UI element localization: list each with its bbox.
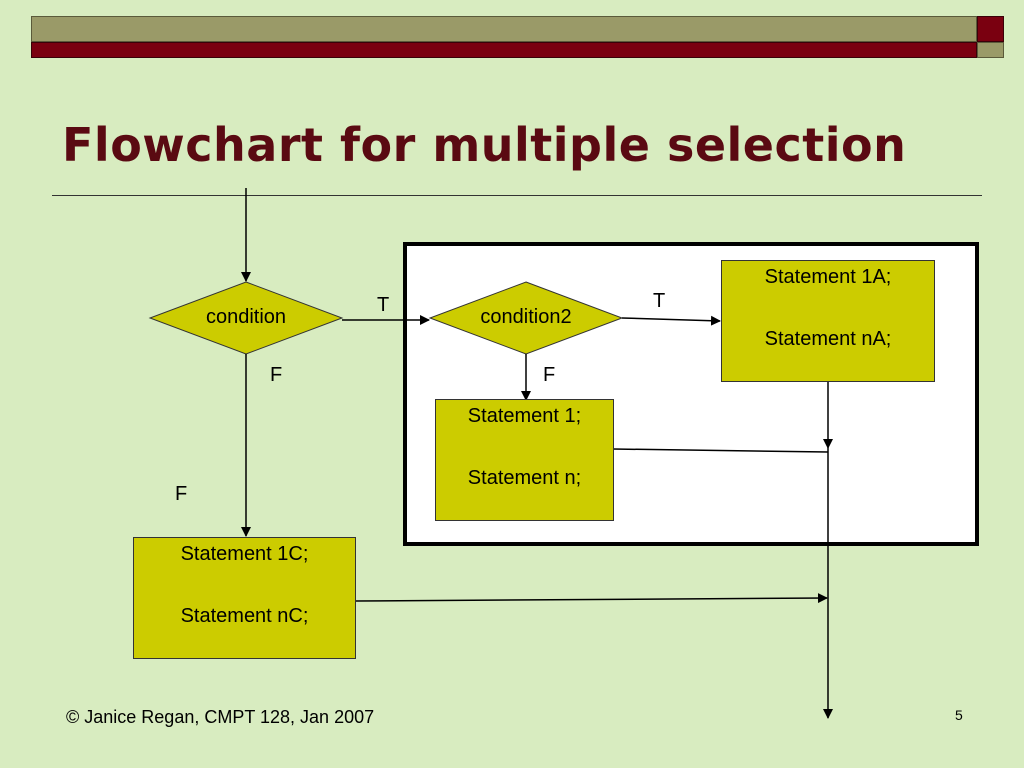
footer-copyright: © Janice Regan, CMPT 128, Jan 2007 <box>66 707 375 727</box>
page-number: 5 <box>955 707 963 723</box>
cond2-false-label: F <box>543 364 556 386</box>
cond2-true-label: T <box>653 290 666 312</box>
header-bar-red <box>31 42 977 58</box>
cond1-true-label: T <box>377 294 390 316</box>
statement-box-c: Statement 1C; Statement nC; <box>133 537 356 659</box>
statement-box-b: Statement 1; Statement n; <box>435 399 614 521</box>
corner-square-olive <box>977 42 1004 58</box>
box-c-merge-arrow <box>354 593 828 604</box>
header-bar-olive <box>31 16 977 42</box>
title-rule <box>52 195 982 196</box>
statement-box-a: Statement 1A; Statement nA; <box>721 260 935 382</box>
condition2-label: condition2 <box>480 306 572 328</box>
cond2-true-arrow <box>621 315 721 326</box>
statement-box-b-line2: Statement n; <box>467 467 582 489</box>
statement-box-c-line2: Statement nC; <box>180 605 309 627</box>
slide-title: Flowchart for multiple selection <box>62 118 907 172</box>
statement-box-b-line1: Statement 1; <box>467 405 582 427</box>
statement-box-c-line1: Statement 1C; <box>180 543 309 565</box>
box-b-merge-line <box>612 448 829 453</box>
condition-label: condition <box>205 306 287 328</box>
statement-box-a-line1: Statement 1A; <box>764 266 892 288</box>
corner-square-red <box>977 16 1004 42</box>
outer-false-label: F <box>175 483 188 505</box>
statement-box-a-line2: Statement nA; <box>764 328 892 350</box>
cond1-false-label: F <box>270 364 283 386</box>
